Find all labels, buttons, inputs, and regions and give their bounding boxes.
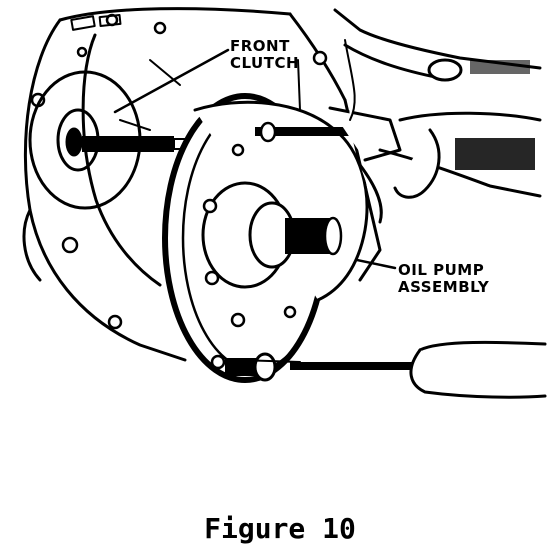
front-clutch-label-line-2: CLUTCH (230, 54, 300, 72)
oil-pump-label-line-1: OIL PUMP (398, 261, 485, 279)
housing-detail (70, 13, 181, 131)
upper-puller-rod (255, 106, 402, 162)
front-clutch-label: FRONT CLUTCH (230, 38, 299, 72)
input-shaft (82, 136, 191, 152)
oil-pump-label-line-2: ASSEMBLY (398, 278, 490, 296)
housing-bolts (30, 13, 328, 330)
pump-bolts (202, 143, 297, 370)
figure-caption: Figure 10 (204, 512, 356, 545)
oil-pump-assembly-label: OIL PUMP ASSEMBLY (398, 262, 489, 296)
hand-illustration (333, 8, 542, 224)
hand-shading (455, 60, 535, 170)
front-clutch-label-line-1: FRONT (230, 37, 290, 55)
lower-slide-hammer (225, 340, 547, 399)
